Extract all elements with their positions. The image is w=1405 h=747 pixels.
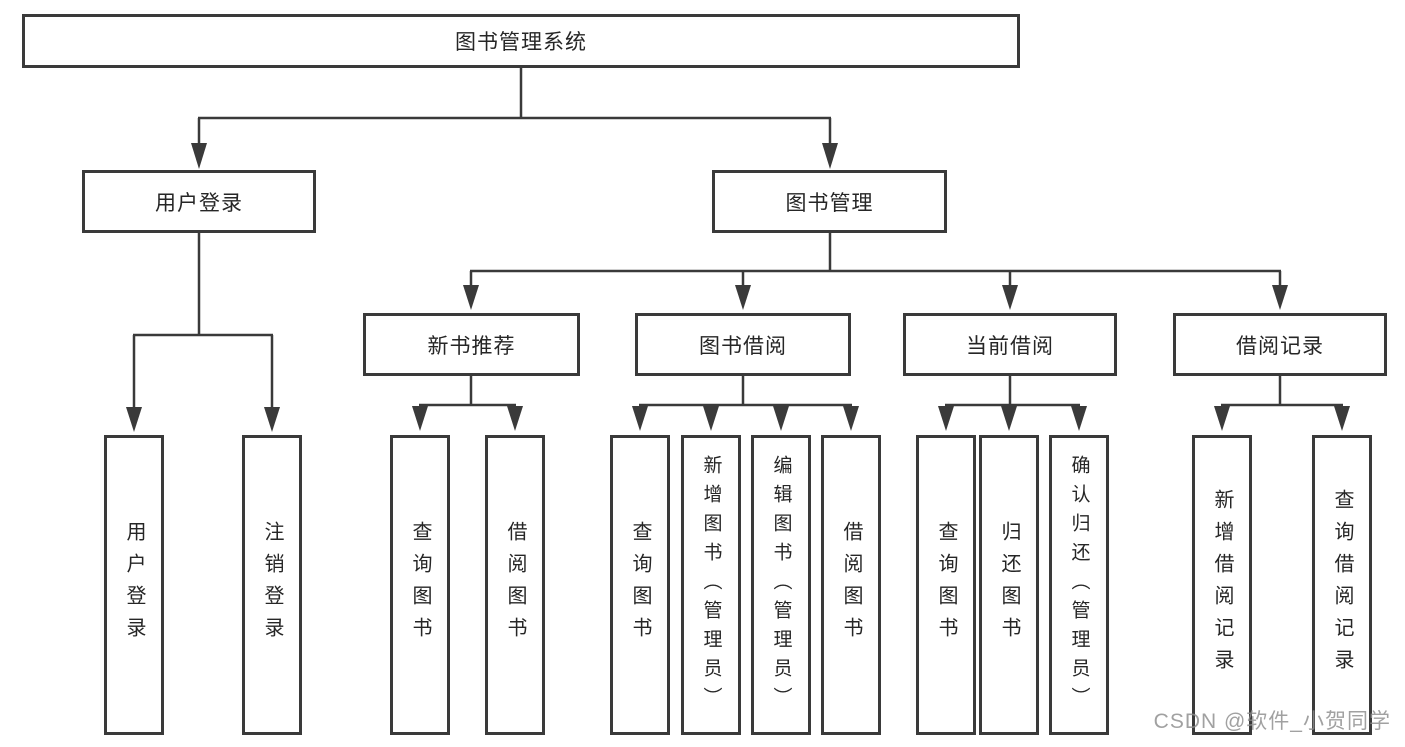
node-book-management-label: 图书管理 (785, 191, 874, 215)
node-book-borrow-label: 图书借阅 (699, 334, 787, 358)
leaf-edit-books-admin-label: 编辑图书（管理员） (770, 454, 792, 716)
node-borrow-records-label: 借阅记录 (1236, 334, 1324, 358)
node-borrow-records: 借阅记录 (1173, 313, 1387, 376)
node-user-login-label: 用户登录 (155, 191, 243, 215)
leaf-add-borrow-record-label: 新增借阅记录 (1211, 489, 1233, 681)
leaf-query-borrow-record: 查询借阅记录 (1312, 435, 1372, 735)
node-new-book-recommend: 新书推荐 (363, 313, 580, 376)
node-current-borrow-label: 当前借阅 (966, 334, 1054, 358)
node-root-label: 图书管理系统 (455, 31, 587, 54)
leaf-return-books-label: 归还图书 (998, 521, 1020, 649)
leaf-borrow-books-recommend-label: 借阅图书 (504, 521, 526, 649)
node-new-book-recommend-label: 新书推荐 (427, 334, 516, 358)
leaf-confirm-return-admin: 确认归还（管理员） (1049, 435, 1109, 735)
leaf-user-login-label: 用户登录 (123, 521, 145, 649)
node-book-management: 图书管理 (712, 170, 947, 233)
arrowheads (126, 143, 1350, 432)
leaf-query-books-borrow-label: 查询图书 (629, 521, 651, 649)
leaf-borrow-books-label: 借阅图书 (840, 521, 862, 649)
leaf-edit-books-admin: 编辑图书（管理员） (751, 435, 811, 735)
node-book-borrow: 图书借阅 (635, 313, 851, 376)
node-root: 图书管理系统 (22, 14, 1020, 68)
leaf-query-books-borrow: 查询图书 (610, 435, 670, 735)
leaf-query-borrow-record-label: 查询借阅记录 (1331, 489, 1353, 681)
leaf-query-books-recommend-label: 查询图书 (409, 521, 431, 649)
watermark: CSDN @软件_小贺同学 (1153, 710, 1391, 733)
leaf-borrow-books: 借阅图书 (821, 435, 881, 735)
leaf-query-books-recommend: 查询图书 (390, 435, 450, 735)
leaf-add-borrow-record: 新增借阅记录 (1192, 435, 1252, 735)
leaf-borrow-books-recommend: 借阅图书 (485, 435, 545, 735)
node-user-login: 用户登录 (82, 170, 316, 233)
leaf-logout: 注销登录 (242, 435, 302, 735)
leaf-query-books-current: 查询图书 (916, 435, 976, 735)
leaf-add-books-admin-label: 新增图书（管理员） (700, 454, 722, 716)
leaf-logout-label: 注销登录 (261, 521, 283, 649)
leaf-return-books: 归还图书 (979, 435, 1039, 735)
leaf-query-books-current-label: 查询图书 (935, 521, 957, 649)
leaf-user-login: 用户登录 (104, 435, 164, 735)
leaf-add-books-admin: 新增图书（管理员） (681, 435, 741, 735)
node-current-borrow: 当前借阅 (903, 313, 1117, 376)
leaf-confirm-return-admin-label: 确认归还（管理员） (1068, 454, 1090, 716)
